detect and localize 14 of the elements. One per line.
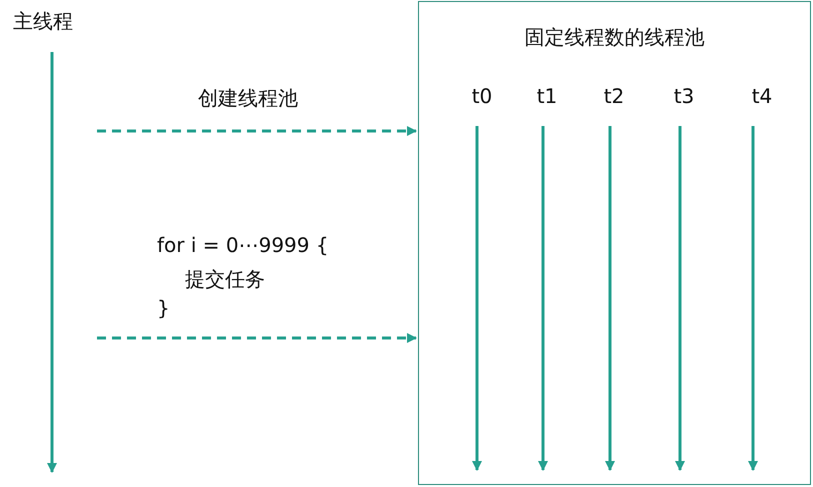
- thread-label: t2: [599, 84, 629, 114]
- main-thread-label: 主线程: [8, 8, 78, 38]
- box-title: 固定线程数的线程池: [524, 24, 706, 51]
- dashed-arrow: [97, 333, 417, 343]
- code-text: }: [157, 296, 170, 320]
- thread-pool-box: [418, 1, 811, 485]
- thread-label: t3: [669, 84, 699, 114]
- code-text: 提交任务: [185, 266, 265, 293]
- dashed-arrow: [97, 126, 417, 136]
- thread-label: t1: [532, 84, 562, 114]
- code-text: for i = 0⋯9999 {: [157, 233, 329, 257]
- thread-label: t0: [467, 84, 497, 114]
- thread-label: t4: [747, 84, 777, 114]
- edge-label: 创建线程池: [197, 85, 299, 112]
